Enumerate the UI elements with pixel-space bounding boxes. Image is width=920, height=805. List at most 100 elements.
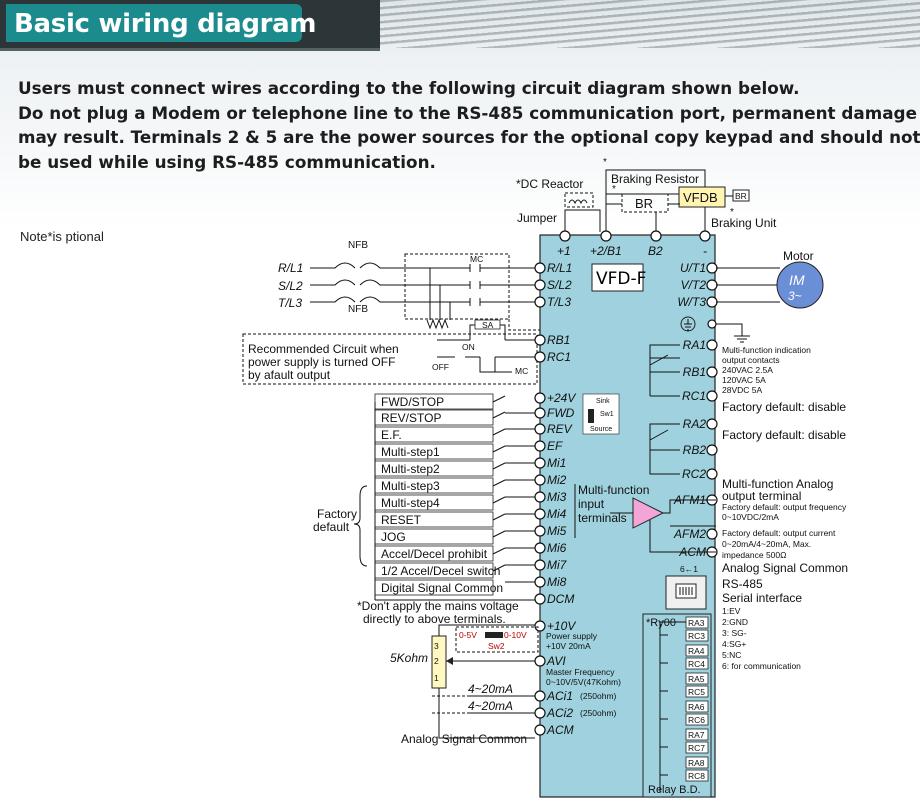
left-terminal: RB1 bbox=[534, 333, 570, 347]
analog-out-label: output terminal bbox=[722, 489, 801, 503]
terminal-plus2b1 bbox=[600, 230, 612, 242]
sw1-sink: Sink bbox=[596, 398, 610, 405]
right-terminal: RA1 bbox=[683, 338, 718, 352]
left-terminal: FWD bbox=[534, 406, 575, 420]
factory-brace bbox=[353, 485, 368, 567]
motor-label: Motor bbox=[783, 249, 814, 263]
input-switch: JOG bbox=[374, 528, 535, 549]
svg-text:RA2: RA2 bbox=[683, 417, 707, 431]
aci1-note: (250ohm) bbox=[580, 691, 617, 701]
svg-text:W/T3: W/T3 bbox=[677, 295, 706, 309]
relay-terminal: RC5 bbox=[685, 685, 709, 698]
svg-text:ACi1: ACi1 bbox=[546, 689, 573, 703]
input-switch: Multi-step3 bbox=[374, 477, 535, 498]
relay-board-footer: Relay B.D. bbox=[648, 784, 701, 796]
current-input-dashed bbox=[432, 695, 468, 714]
svg-text:Multi-step2: Multi-step2 bbox=[381, 462, 440, 476]
svg-text:Mi8: Mi8 bbox=[547, 575, 567, 589]
svg-text:DCM: DCM bbox=[547, 592, 574, 606]
pot-mark: 3 bbox=[434, 641, 439, 651]
svg-text:Multi-step1: Multi-step1 bbox=[381, 445, 440, 459]
relay-terminal: RC6 bbox=[685, 713, 709, 726]
svg-text:Mi5: Mi5 bbox=[547, 524, 567, 538]
svg-text:1/2 Accel/Decel switch: 1/2 Accel/Decel switch bbox=[381, 564, 500, 578]
current-input-label: 4~20mA bbox=[468, 699, 513, 713]
br-box bbox=[621, 193, 669, 213]
relay-stub-wires bbox=[660, 634, 668, 776]
relay1-contacts bbox=[649, 344, 680, 397]
star-mark: * bbox=[612, 184, 616, 195]
analog-output-wires bbox=[649, 499, 716, 553]
star-mark: * bbox=[730, 207, 734, 218]
right-terminal: U/T1 bbox=[680, 261, 718, 275]
recommended-frame bbox=[242, 333, 538, 385]
sw1-label: Sw1 bbox=[600, 411, 614, 418]
svg-text:EF: EF bbox=[547, 439, 563, 453]
aci2-note: (250ohm) bbox=[580, 708, 617, 718]
rs485-label: Serial interface bbox=[722, 591, 802, 605]
svg-text:RA8: RA8 bbox=[688, 758, 705, 768]
relay1-notes: Multi-function indication output contact… bbox=[722, 345, 811, 395]
svg-text:T/L3: T/L3 bbox=[547, 295, 571, 309]
svg-text:U/T1: U/T1 bbox=[680, 261, 706, 275]
left-terminal: T/L3 bbox=[534, 295, 571, 309]
svg-text:+24V: +24V bbox=[547, 391, 576, 405]
input-switch: Multi-step4 bbox=[374, 494, 535, 515]
svg-text:RB2: RB2 bbox=[683, 443, 707, 457]
left-terminal: REV bbox=[534, 422, 573, 436]
page-title: Basic wiring diagram bbox=[14, 9, 317, 39]
mc-dashed-frame bbox=[404, 253, 510, 320]
relay-board-title: *Ry00 bbox=[646, 617, 676, 629]
nfb-top-label: NFB bbox=[348, 240, 368, 251]
recommended-text: by afault output bbox=[248, 368, 331, 382]
svg-text:RC4: RC4 bbox=[688, 659, 705, 669]
left-terminal: +24V bbox=[534, 391, 576, 405]
input-switch: Digital Signal Common bbox=[374, 579, 503, 596]
optional-note: Note*is ptional bbox=[20, 229, 104, 244]
relay-terminal: RC8 bbox=[685, 769, 709, 782]
common-bus-wire bbox=[374, 402, 535, 601]
dc-reactor-symbol bbox=[564, 192, 594, 208]
pin-note: 1:EV bbox=[722, 606, 741, 616]
factory-disable-1: Factory default: disable bbox=[722, 400, 846, 414]
svg-text:RC5: RC5 bbox=[688, 687, 705, 697]
terminal-label: - bbox=[703, 244, 707, 258]
left-terminal: ACi1 bbox=[534, 689, 573, 703]
svg-text:RA1: RA1 bbox=[683, 338, 706, 352]
afm2-default: 0~20mA/4~20mA, Max. bbox=[722, 539, 811, 549]
model-box bbox=[591, 263, 644, 292]
ground-icon-mark bbox=[684, 319, 692, 331]
recommended-text: Recommended Circuit when bbox=[248, 342, 399, 356]
note-line: 120VAC 5A bbox=[722, 375, 766, 385]
br-label: BR bbox=[635, 196, 653, 211]
svg-text:JOG: JOG bbox=[381, 530, 406, 544]
left-terminal: AVI bbox=[534, 654, 566, 668]
left-terminal: DCM bbox=[534, 592, 574, 606]
sw2-lever bbox=[485, 632, 503, 638]
svg-text:RC2: RC2 bbox=[682, 467, 706, 481]
svg-text:RC8: RC8 bbox=[688, 771, 705, 781]
terminal-label: +1 bbox=[557, 244, 571, 258]
wire-s bbox=[310, 279, 535, 286]
intro-line: Users must connect wires according to th… bbox=[18, 78, 800, 98]
svg-text:AVI: AVI bbox=[546, 654, 566, 668]
vfdb-box bbox=[678, 186, 726, 208]
svg-text:Mi4: Mi4 bbox=[547, 507, 567, 521]
mfi-label: input bbox=[578, 497, 605, 511]
pot-value: 5Kohm bbox=[390, 651, 428, 665]
intro-line: Do not plug a Modem or telephone line to… bbox=[18, 102, 917, 123]
intro-line: may result. Terminals 2 & 5 are the powe… bbox=[18, 127, 920, 147]
motor-phase: 3~ bbox=[788, 289, 802, 303]
sw1-source: Source bbox=[590, 426, 612, 433]
left-terminal: Mi4 bbox=[534, 507, 567, 521]
terminal-minus bbox=[699, 230, 711, 242]
sw2-label: Sw2 bbox=[488, 641, 505, 651]
terminal-label: B2 bbox=[648, 244, 663, 258]
sw2-right: 0-10V bbox=[504, 630, 527, 640]
input-r: R/L1 bbox=[278, 261, 303, 275]
right-terminal: RA2 bbox=[683, 417, 718, 431]
svg-text:REV/STOP: REV/STOP bbox=[381, 411, 441, 425]
svg-text:Multi-step3: Multi-step3 bbox=[381, 479, 440, 493]
svg-text:ACM: ACM bbox=[546, 723, 574, 737]
